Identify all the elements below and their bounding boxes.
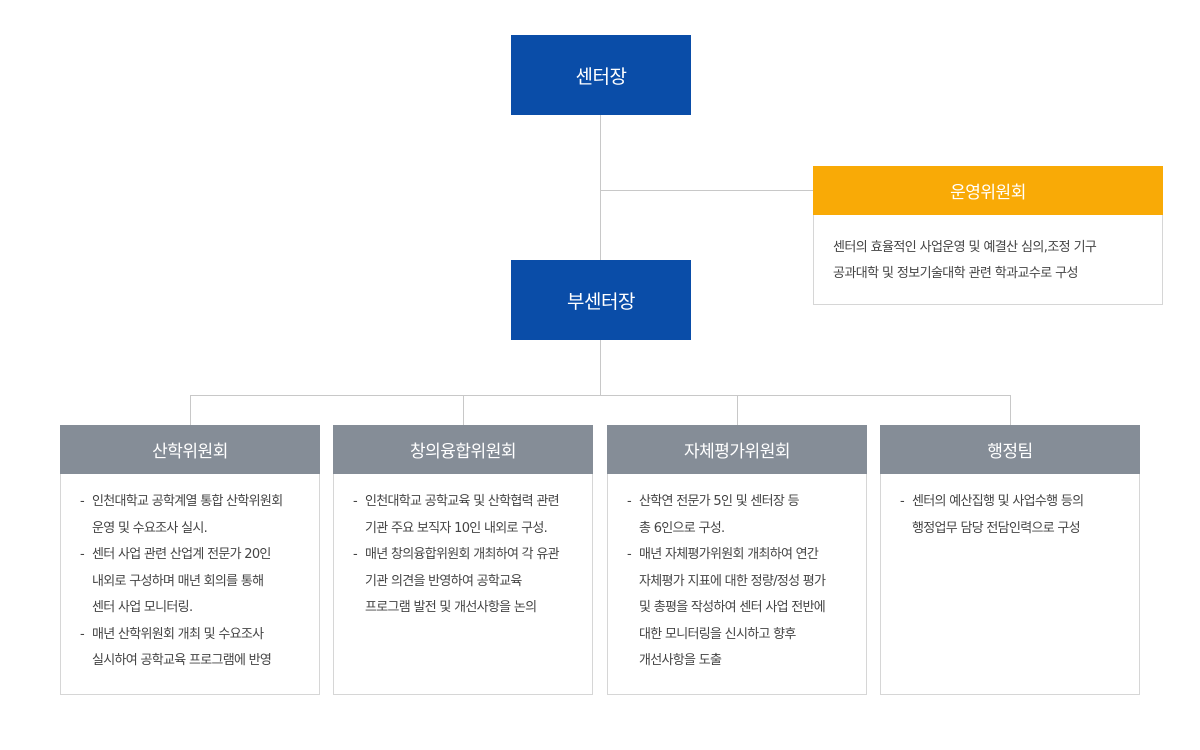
department-card-convergence: 창의융합위원회 인천대학교 공학교육 및 산학협력 관련 기관 주요 보직자 1…	[333, 425, 593, 695]
operating-committee-description: 센터의 효율적인 사업운영 및 예결산 심의,조정 기구 공과대학 및 정보기술…	[814, 215, 1162, 287]
vice-director-label: 부센터장	[567, 290, 635, 313]
item-line: 인천대학교 공학교육 및 산학협력 관련	[365, 494, 560, 509]
department-item: 센터 사업 관련 산업계 전문가 20인 내외로 구성하며 매년 회의를 통해 …	[80, 542, 307, 622]
department-items: 산학연 전문가 5인 및 센터장 등 총 6인으로 구성. 매년 자체평가위원회…	[608, 474, 866, 675]
item-line: 대한 모니터링을 신시하고 향후	[639, 626, 796, 642]
department-item: 인천대학교 공학계열 통합 산학위원회 운영 및 수요조사 실시.	[80, 489, 307, 542]
item-line: 센터 사업 관련 산업계 전문가 20인	[92, 547, 271, 562]
connector-committee-branch	[600, 190, 813, 191]
item-line: 운영 및 수요조사 실시.	[92, 520, 208, 536]
connector-director-vice	[600, 114, 601, 260]
department-card-industry: 산학위원회 인천대학교 공학계열 통합 산학위원회 운영 및 수요조사 실시. …	[60, 425, 320, 695]
department-title: 산학위원회	[60, 425, 320, 474]
item-line: 개선사항을 도출	[639, 653, 722, 668]
department-items: 센터의 예산집행 및 사업수행 등의 행정업무 담당 전담인력으로 구성	[881, 474, 1139, 542]
item-line: 센터의 예산집행 및 사업수행 등의	[912, 494, 1084, 509]
department-item: 매년 창의융합위원회 개최하여 각 유관 기관 의견을 반영하여 공학교육 프로…	[353, 542, 580, 622]
item-line: 및 총평을 작성하여 센터 사업 전반에	[639, 600, 826, 615]
item-line: 자체평가 지표에 대한 정량/정성 평가	[639, 573, 826, 589]
item-line: 기관 의견을 반영하여 공학교육	[365, 573, 522, 589]
department-card-admin: 행정팀 센터의 예산집행 및 사업수행 등의 행정업무 담당 전담인력으로 구성	[880, 425, 1140, 695]
connector-drop-4	[1010, 395, 1011, 425]
department-item: 인천대학교 공학교육 및 산학협력 관련 기관 주요 보직자 10인 내외로 구…	[353, 489, 580, 542]
item-line: 총 6인으로 구성.	[639, 520, 725, 536]
department-item: 센터의 예산집행 및 사업수행 등의 행정업무 담당 전담인력으로 구성	[900, 489, 1127, 542]
department-items: 인천대학교 공학교육 및 산학협력 관련 기관 주요 보직자 10인 내외로 구…	[334, 474, 592, 622]
director-label: 센터장	[575, 65, 627, 88]
operating-committee-line: 센터의 효율적인 사업운영 및 예결산 심의,조정 기구	[833, 240, 1097, 255]
operating-committee-line: 공과대학 및 정보기술대학 관련 학과교수로 구성	[833, 266, 1078, 281]
connector-drop-3	[737, 395, 738, 425]
item-line: 센터 사업 모니터링.	[92, 600, 193, 615]
department-item: 매년 산학위원회 개최 및 수요조사 실시하여 공학교육 프로그램에 반영	[80, 622, 307, 675]
department-title: 행정팀	[880, 425, 1140, 474]
department-items: 인천대학교 공학계열 통합 산학위원회 운영 및 수요조사 실시. 센터 사업 …	[61, 474, 319, 675]
department-title: 자체평가위원회	[607, 425, 867, 474]
item-line: 기관 주요 보직자 10인 내외로 구성.	[365, 520, 548, 536]
item-line: 실시하여 공학교육 프로그램에 반영	[92, 653, 272, 668]
item-line: 행정업무 담당 전담인력으로 구성	[912, 520, 1081, 536]
item-line: 프로그램 발전 및 개선사항을 논의	[365, 600, 537, 615]
vice-director-node: 부센터장	[511, 260, 691, 340]
item-line: 매년 자체평가위원회 개최하여 연간	[639, 547, 819, 562]
connector-drop-2	[463, 395, 464, 425]
item-line: 산학연 전문가 5인 및 센터장 등	[639, 494, 800, 509]
connector-vice-departments	[600, 339, 601, 395]
operating-committee-title: 운영위원회	[813, 166, 1163, 215]
connector-drop-1	[190, 395, 191, 425]
item-line: 매년 창의융합위원회 개최하여 각 유관	[365, 547, 560, 562]
item-line: 매년 산학위원회 개최 및 수요조사	[92, 626, 264, 642]
department-item: 산학연 전문가 5인 및 센터장 등 총 6인으로 구성.	[627, 489, 854, 542]
department-item: 매년 자체평가위원회 개최하여 연간 자체평가 지표에 대한 정량/정성 평가 …	[627, 542, 854, 675]
item-line: 내외로 구성하며 매년 회의를 통해	[92, 573, 264, 589]
operating-committee-box: 운영위원회 센터의 효율적인 사업운영 및 예결산 심의,조정 기구 공과대학 …	[813, 166, 1163, 305]
item-line: 인천대학교 공학계열 통합 산학위원회	[92, 494, 283, 509]
connector-department-bus	[190, 395, 1011, 396]
department-card-self-evaluation: 자체평가위원회 산학연 전문가 5인 및 센터장 등 총 6인으로 구성. 매년…	[607, 425, 867, 695]
director-node: 센터장	[511, 35, 691, 115]
department-title: 창의융합위원회	[333, 425, 593, 474]
